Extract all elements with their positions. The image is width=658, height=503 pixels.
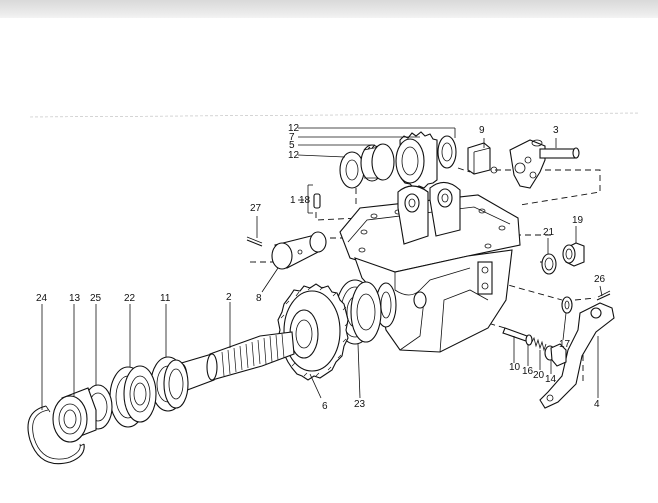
housing-1: [339, 181, 521, 353]
part-label-4: 4: [594, 399, 600, 410]
shift-rod: [539, 148, 577, 159]
part-label-6: 6: [322, 401, 328, 412]
pin-18: [313, 193, 321, 209]
part-label-22: 22: [124, 293, 136, 304]
part-label-9: 9: [479, 125, 485, 136]
shift-arm-3: [509, 139, 580, 189]
part-label-25: 25: [90, 293, 102, 304]
part-label-13: 13: [69, 293, 81, 304]
part-label-1: 1: [290, 195, 296, 206]
part-label-2: 2: [226, 292, 232, 303]
part-label-10: 10: [509, 362, 521, 373]
diagram-sheet: 12 7 5 12 9 3 1 18 27 19 21 26 8 24 13 2…: [0, 18, 658, 503]
part-label-8: 8: [256, 293, 262, 304]
part-leader-lines: [41, 138, 603, 410]
part-label-12-bottom: 12: [288, 150, 300, 161]
upper-gear-cluster: [339, 131, 457, 189]
part-label-17: 17: [559, 339, 571, 350]
part-label-20: 20: [533, 370, 545, 381]
detent-assembly: [502, 327, 567, 367]
shim-12-lower: [339, 151, 365, 189]
washer-11: [150, 356, 189, 412]
block-9: [467, 142, 498, 175]
part-label-24: 24: [36, 293, 48, 304]
pin-27: [246, 239, 263, 247]
part-label-12-top: 12: [288, 123, 300, 134]
sleeve-8: [271, 231, 327, 270]
part-label-27: 27: [250, 203, 262, 214]
spring-20: [531, 336, 547, 352]
bearing-cup-13: [52, 387, 97, 443]
part-label-3: 3: [553, 125, 559, 136]
plunger-10: [502, 327, 528, 342]
part-label-26: 26: [594, 274, 606, 285]
seal-21: [541, 253, 557, 275]
circlip-24: [27, 405, 85, 465]
part-label-5: 5: [289, 140, 295, 151]
part-label-19: 19: [572, 215, 584, 226]
part-label-7: 7: [289, 132, 295, 143]
plug-19: [562, 242, 585, 267]
washer-16: [525, 334, 533, 346]
part-label-11: 11: [160, 293, 171, 304]
part-label-16: 16: [522, 366, 534, 377]
roller-bearing-22: [109, 365, 157, 428]
ring-17: [561, 296, 573, 314]
part-label-18: 18: [299, 195, 311, 206]
part-label-21: 21: [543, 227, 555, 238]
part-label-23: 23: [354, 399, 366, 410]
exploded-gearbox-drawing: [27, 112, 641, 465]
upper-leader-lines: [297, 127, 456, 214]
sheet-border-line: [29, 112, 641, 118]
shaft-2: [176, 331, 295, 393]
pin-26: [596, 290, 611, 301]
shim-12-upper: [437, 135, 457, 169]
part-label-14: 14: [545, 374, 557, 385]
